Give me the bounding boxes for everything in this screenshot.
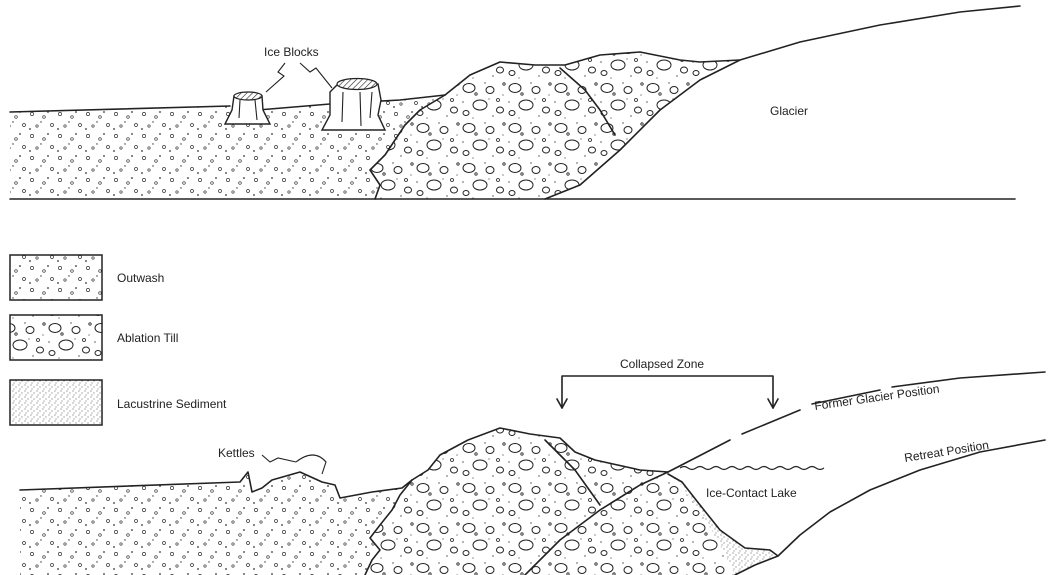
bottom-cross-section: Collapsed Zone Former Glacier Position R… — [20, 357, 1045, 575]
ice-block-large — [322, 79, 385, 131]
bottom-ice-surface — [735, 440, 1045, 575]
top-cross-section: Ice Blocks Glacier — [10, 6, 1020, 199]
ice-blocks-label: Ice Blocks — [264, 45, 319, 59]
retreat-position-label: Retreat Position — [903, 438, 990, 465]
top-till-fill — [370, 52, 740, 199]
legend-label-outwash: Outwash — [117, 271, 164, 285]
former-glacier-position-label: Former Glacier Position — [813, 382, 940, 413]
legend-item-ablation-till: Ablation Till — [10, 315, 178, 360]
kettles-leader-1 — [262, 455, 296, 462]
legend-swatch-lacustrine-sediment — [10, 380, 102, 425]
kettles-leader-2 — [296, 455, 326, 474]
collapsed-zone-label: Collapsed Zone — [620, 357, 704, 371]
ice-block-small — [225, 92, 270, 124]
ice-blocks-leader-2 — [300, 63, 332, 88]
lake-water-surface — [680, 467, 824, 470]
legend-item-outwash: Outwash — [10, 255, 164, 300]
ice-blocks-leader-1 — [266, 63, 285, 92]
former-glacier-position-line — [668, 372, 1045, 472]
legend-label-lacustrine-sediment: Lacustrine Sediment — [117, 397, 227, 411]
ice-contact-lake-label: Ice-Contact Lake — [706, 486, 797, 500]
legend: Outwash Ablation Till Lacustrine Sedimen… — [10, 255, 227, 425]
legend-item-lacustrine-sediment: Lacustrine Sediment — [10, 380, 227, 425]
collapsed-zone-bracket — [562, 376, 773, 408]
bottom-till-fill — [365, 428, 735, 575]
glacier-label: Glacier — [770, 104, 808, 118]
legend-label-ablation-till: Ablation Till — [117, 331, 178, 345]
legend-swatch-outwash — [10, 255, 102, 300]
kettles-label: Kettles — [218, 446, 255, 460]
legend-swatch-ablation-till — [10, 315, 102, 360]
